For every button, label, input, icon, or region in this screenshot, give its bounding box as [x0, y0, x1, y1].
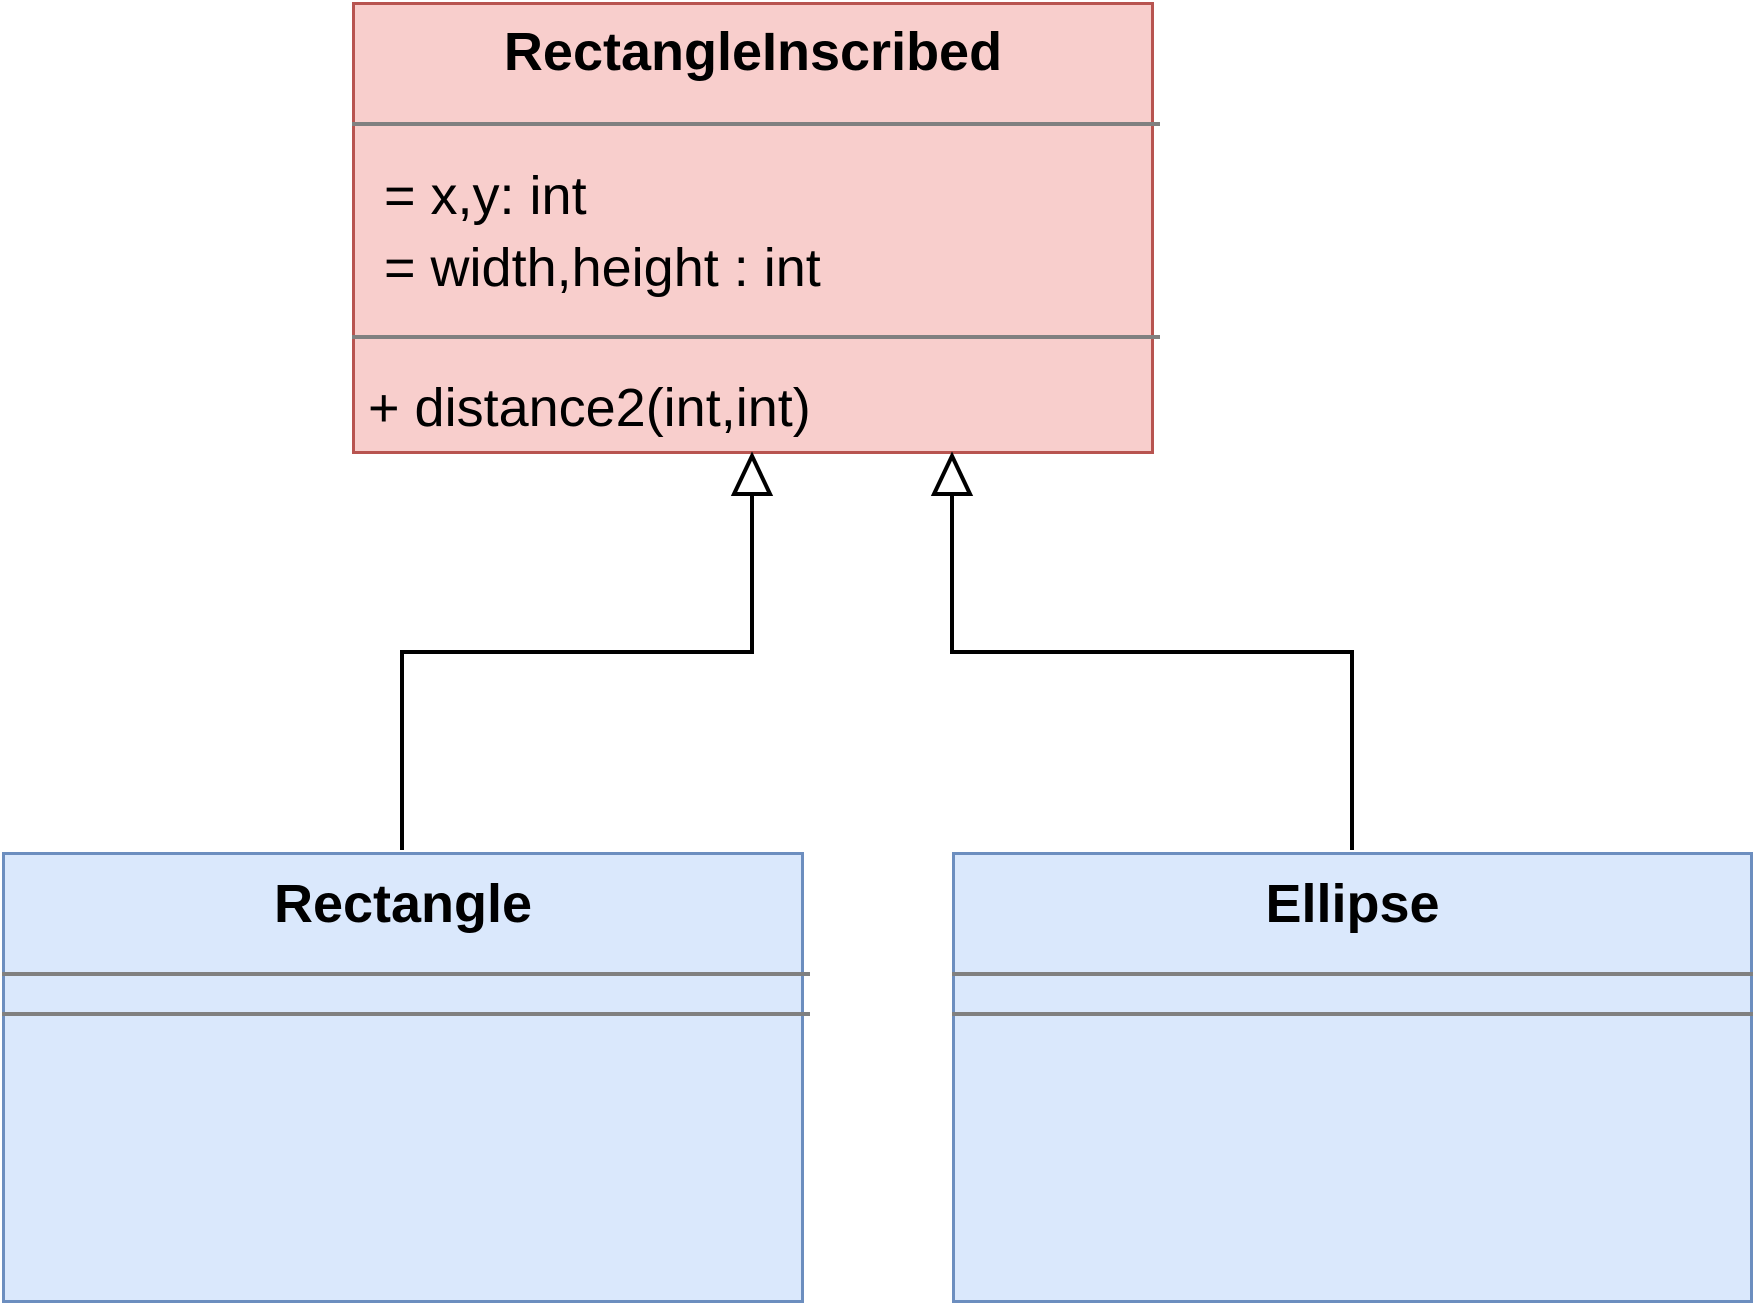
class-rectangleinscribed-attribute: = width,height : int: [384, 238, 821, 298]
class-rectangle-divider-methods: [2, 1012, 810, 1016]
class-rectangleinscribed-attribute: = x,y: int: [384, 166, 587, 226]
class-rectangleinscribed-divider-attributes: [352, 122, 1160, 126]
class-rectangleinscribed-method: + distance2(int,int): [368, 378, 811, 438]
class-ellipse[interactable]: [952, 852, 1753, 1303]
class-rectangle[interactable]: [2, 852, 804, 1303]
class-ellipse-divider-methods: [952, 1012, 1753, 1016]
class-rectangle-title: Rectangle: [273, 874, 533, 934]
generalization-rectangle-arrowhead: [730, 451, 774, 496]
class-ellipse-divider-attributes: [952, 972, 1753, 976]
generalization-rectangle-connector[interactable]: [400, 494, 754, 850]
class-rectangleinscribed[interactable]: [352, 2, 1154, 454]
class-rectangle-divider-attributes: [2, 972, 810, 976]
generalization-ellipse-connector[interactable]: [950, 494, 1354, 850]
class-ellipse-title: Ellipse: [1265, 874, 1440, 934]
class-rectangleinscribed-divider-methods: [352, 335, 1160, 339]
generalization-ellipse-arrowhead: [930, 451, 974, 496]
class-rectangleinscribed-title: RectangleInscribed: [503, 22, 1003, 82]
